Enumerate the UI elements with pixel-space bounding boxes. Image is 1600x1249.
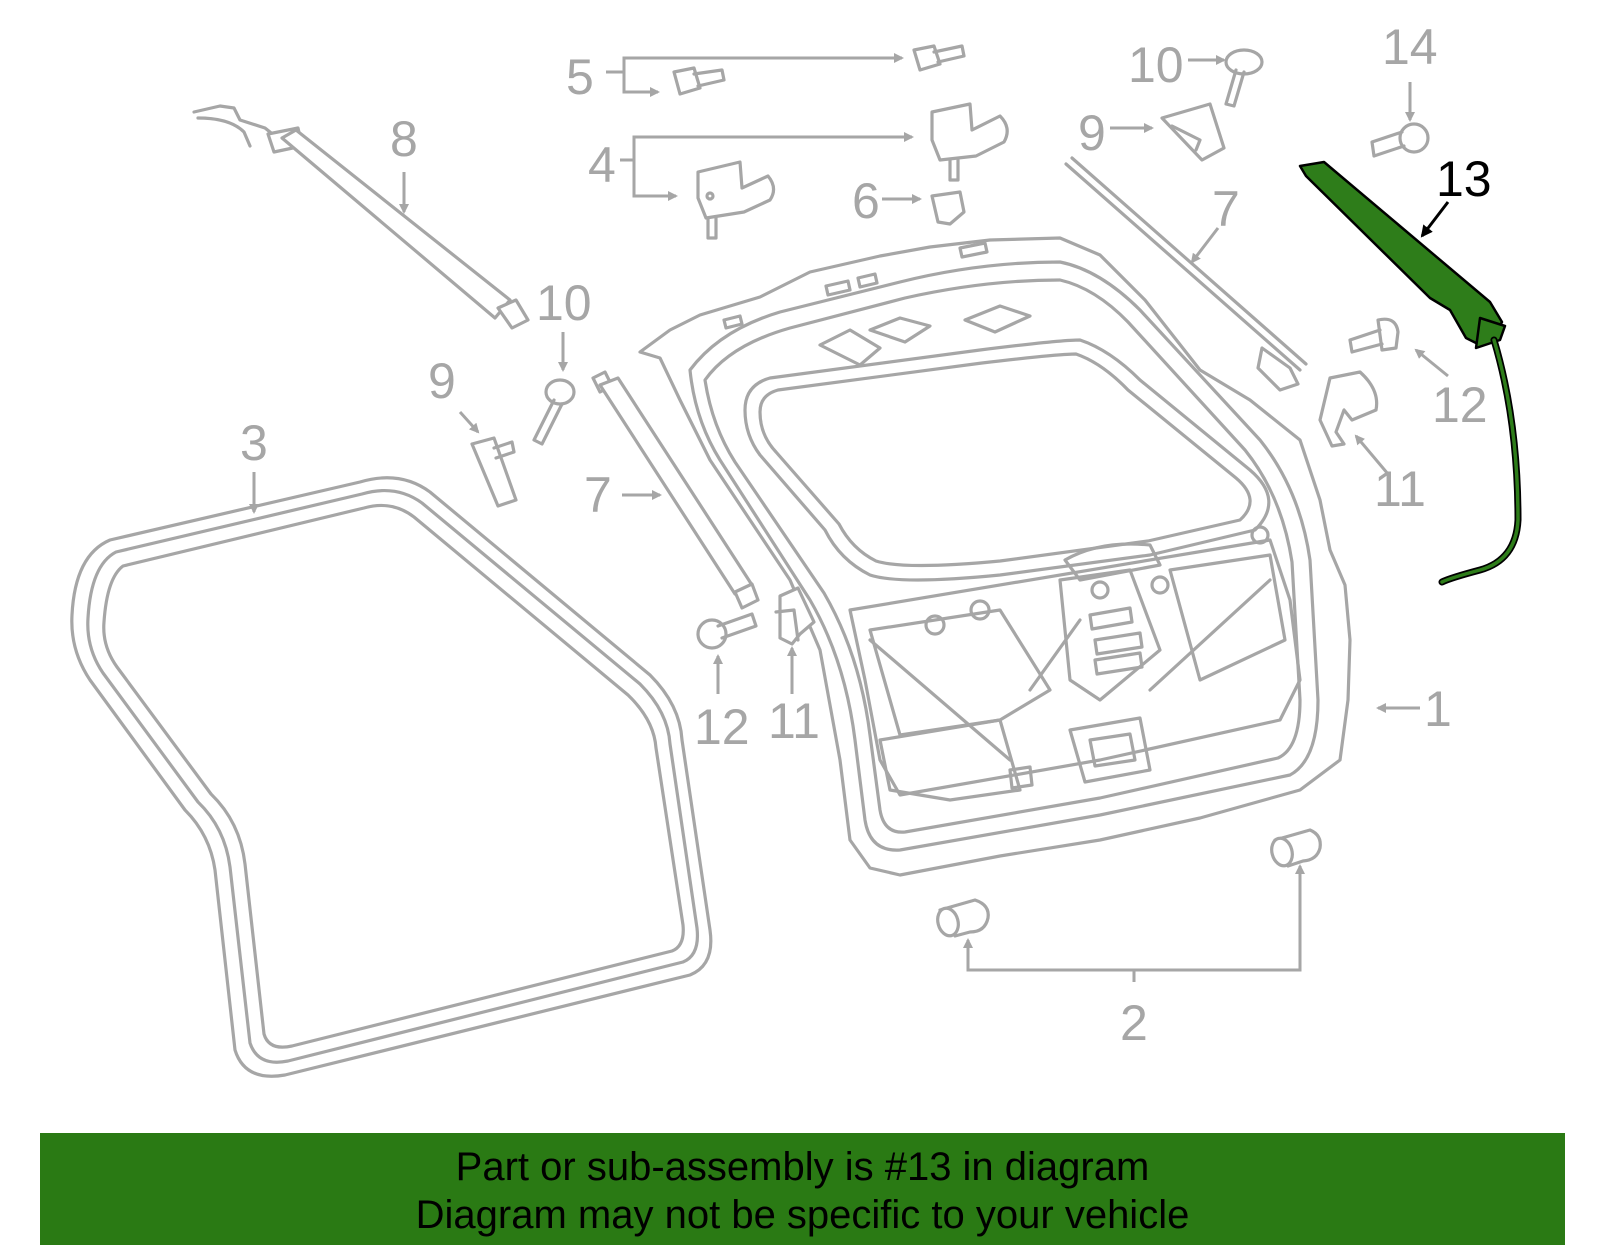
callout-8: 8 [390, 111, 418, 167]
part-6-nut [930, 190, 966, 226]
callout-14: 14 [1382, 19, 1438, 75]
callout-11-left: 11 [768, 693, 820, 749]
callout-12-right: 12 [1432, 377, 1488, 433]
callout-9-left: 9 [428, 353, 456, 409]
callout-11-right: 11 [1374, 461, 1426, 517]
callout-labels: 5 4 6 8 10 9 3 7 12 11 1 2 10 9 7 14 12 … [240, 19, 1492, 1051]
callout-13: 13 [1436, 151, 1492, 207]
callout-10-left: 10 [536, 275, 592, 331]
part-7b-strut [1064, 156, 1308, 392]
part-7a-strut [591, 370, 760, 610]
callout-12-left: 12 [694, 699, 750, 755]
part-3-weatherstrip [70, 476, 713, 1078]
part-13-highlighted [1298, 160, 1522, 586]
part-1-liftgate [638, 236, 1352, 877]
callout-2: 2 [1120, 995, 1148, 1051]
banner-line-1: Part or sub-assembly is #13 in diagram [455, 1145, 1150, 1189]
part-11-clips [774, 370, 1379, 646]
part-8-strut [192, 104, 530, 330]
part-5-bolts [672, 44, 966, 96]
callout-5: 5 [566, 49, 594, 105]
callout-4: 4 [588, 137, 616, 193]
part-14-screw [1370, 122, 1430, 158]
callout-7-left: 7 [584, 467, 612, 523]
leader-lines [249, 53, 1450, 982]
callout-9-right: 9 [1078, 105, 1106, 161]
callout-7-right: 7 [1212, 181, 1240, 237]
callout-6: 6 [852, 173, 880, 229]
callout-10-right: 10 [1128, 37, 1184, 93]
callout-1: 1 [1424, 681, 1452, 737]
part-4-hinges [696, 102, 1009, 240]
banner-line-2: Diagram may not be specific to your vehi… [415, 1193, 1190, 1237]
callout-3: 3 [240, 415, 268, 471]
part-12-screws [696, 317, 1400, 650]
info-banner: Part or sub-assembly is #13 in diagram D… [40, 1133, 1565, 1245]
part-2-bumpers [936, 828, 1322, 938]
part-9-brackets [470, 102, 1226, 508]
part-10-bolts [532, 48, 1264, 446]
